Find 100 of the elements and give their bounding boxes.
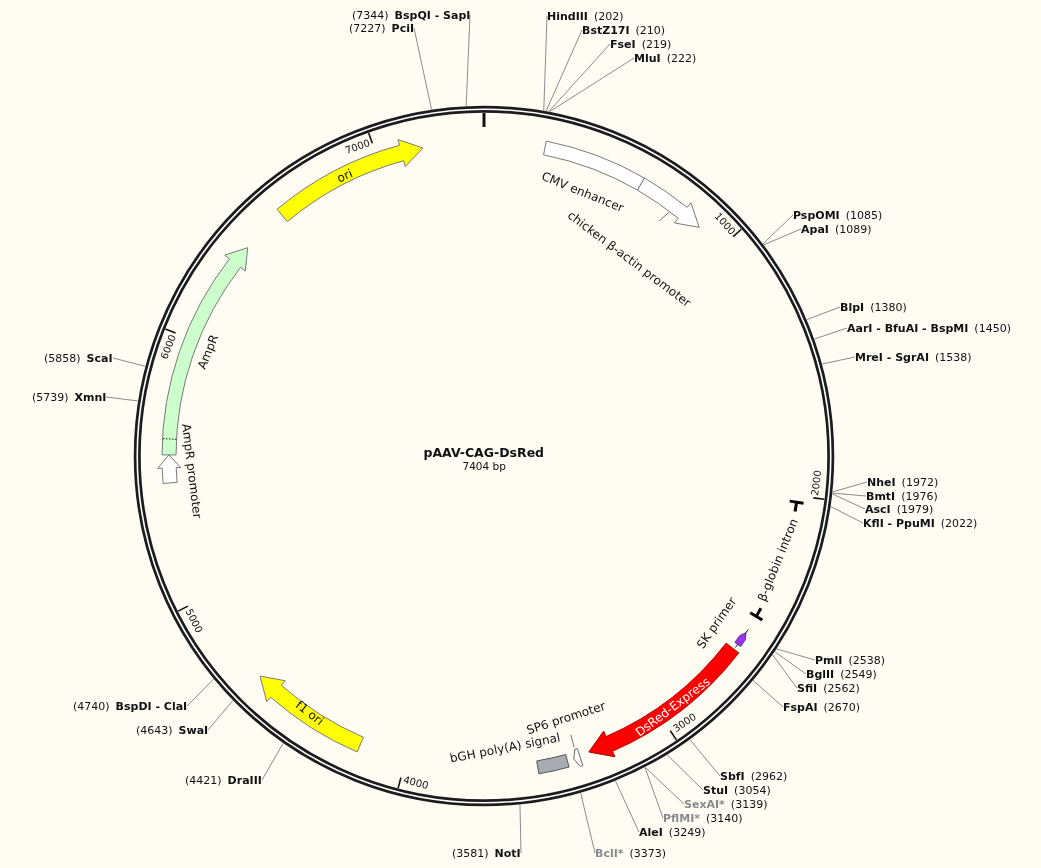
site-position: (2538) [848, 653, 885, 667]
enzyme-name: ApaI [801, 222, 829, 236]
site-position: (210) [635, 23, 666, 37]
site-position: (2549) [840, 667, 877, 681]
leader-line [413, 27, 433, 110]
site-position: (2670) [823, 700, 861, 714]
site-position: (3140) [706, 811, 743, 825]
site-position: (3581) [452, 846, 489, 860]
site-position: (5858) [44, 351, 81, 365]
feature-label: AmpR [194, 332, 222, 372]
leader-line [186, 678, 215, 707]
enzyme-name: ScaI [86, 351, 113, 365]
site-position: (222) [666, 51, 697, 65]
leader-line [772, 654, 798, 689]
scale-label: 7000 [343, 137, 372, 157]
site-position: (1538) [935, 350, 972, 364]
enzyme-name: BglII [806, 667, 835, 681]
enzyme-name: AscI [865, 502, 891, 516]
enzyme-name: BlpI [840, 300, 865, 314]
site-position: (1979) [896, 502, 934, 516]
site-position: (1972) [901, 475, 939, 489]
leader-line [763, 228, 802, 246]
site-position: (1085) [845, 208, 883, 222]
site-position: (3054) [734, 783, 771, 797]
leader-line [465, 14, 471, 107]
leader-line [614, 780, 640, 833]
enzyme-name: PspOMI [793, 208, 840, 222]
site-position: (7227) [349, 21, 386, 35]
leader-line [832, 481, 868, 493]
leader-line [519, 804, 522, 854]
site-position: (1450) [974, 321, 1011, 335]
leader-line [543, 15, 548, 112]
leader-line [831, 493, 866, 510]
leader-line [806, 306, 841, 321]
enzyme-name: SfiI [797, 681, 818, 695]
enzyme-name: BstZ17I [582, 23, 630, 37]
enzyme-name: AarI - BfuAI - BspMI [847, 321, 969, 335]
site-position: (219) [641, 37, 672, 51]
enzyme-name: HindIII [547, 9, 588, 23]
site-position: (1380) [870, 300, 907, 314]
leader-line [644, 766, 685, 805]
scale-label: 5000 [182, 606, 205, 635]
enzyme-name: BmtI [866, 489, 896, 503]
leader-line [666, 754, 704, 791]
plasmid-name: pAAV-CAG-DsRed [423, 444, 545, 460]
enzyme-name: PflMI* [663, 811, 700, 825]
leader-line [821, 356, 856, 365]
enzyme-name: MreI - SgrAI [855, 350, 929, 364]
enzyme-name: PciI [391, 21, 415, 35]
enzyme-name: SbfI [720, 769, 745, 783]
feature-label: f1 ori [292, 697, 326, 729]
leader-line [548, 43, 611, 113]
leader-line [545, 29, 583, 112]
leader-line [112, 357, 146, 367]
site-position: (4643) [136, 723, 173, 737]
enzyme-name: DraIII [227, 773, 262, 787]
leader-line [689, 739, 721, 777]
site-position: (3139) [730, 797, 768, 811]
enzyme-name: NotI [494, 846, 521, 860]
feature-label: AmpR promoter [178, 422, 204, 520]
leader-line [105, 396, 139, 402]
enzyme-name: SexAI* [684, 797, 725, 811]
leader-line [580, 792, 596, 854]
leader-line [644, 766, 664, 819]
site-position: (4740) [73, 699, 110, 713]
leader-line [774, 651, 807, 675]
site-position: (1089) [834, 222, 872, 236]
leader-line [549, 57, 635, 113]
enzyme-name: XmnI [74, 390, 107, 404]
enzyme-name: AleI [639, 825, 663, 839]
site-position: (3373) [629, 846, 667, 860]
leader-line [762, 214, 794, 245]
scale-label: 6000 [158, 332, 179, 361]
enzyme-name: BspDI - ClaI [115, 699, 188, 713]
site-position: (202) [593, 9, 624, 23]
site-position: (2562) [823, 681, 860, 695]
enzyme-name: KflI - PpuMI [863, 516, 935, 530]
leader-line [261, 742, 284, 781]
site-position: (5739) [32, 390, 69, 404]
site-position: (4421) [185, 773, 222, 787]
site-position: (7344) [352, 8, 389, 22]
leader-line [776, 648, 816, 661]
enzyme-name: NheI [867, 475, 896, 489]
scale-label: 2000 [809, 469, 825, 497]
enzyme-name: StuI [703, 783, 729, 797]
leader-line [813, 327, 848, 340]
enzyme-name: BclI* [595, 846, 624, 860]
site-position: (1976) [901, 489, 938, 503]
leader-line [752, 679, 784, 708]
enzyme-name: SwaI [178, 723, 209, 737]
leader-line [207, 700, 234, 731]
plasmid-size: 7404 bp [462, 459, 506, 473]
enzyme-name: FspAI [783, 700, 818, 714]
site-position: (2022) [940, 516, 978, 530]
leader-line [830, 506, 864, 524]
enzyme-name: BspQI - SapI [394, 8, 471, 22]
site-position: (2962) [750, 769, 788, 783]
site-position: (3249) [668, 825, 706, 839]
leader-line [832, 492, 867, 497]
scale-label: 4000 [401, 773, 430, 792]
